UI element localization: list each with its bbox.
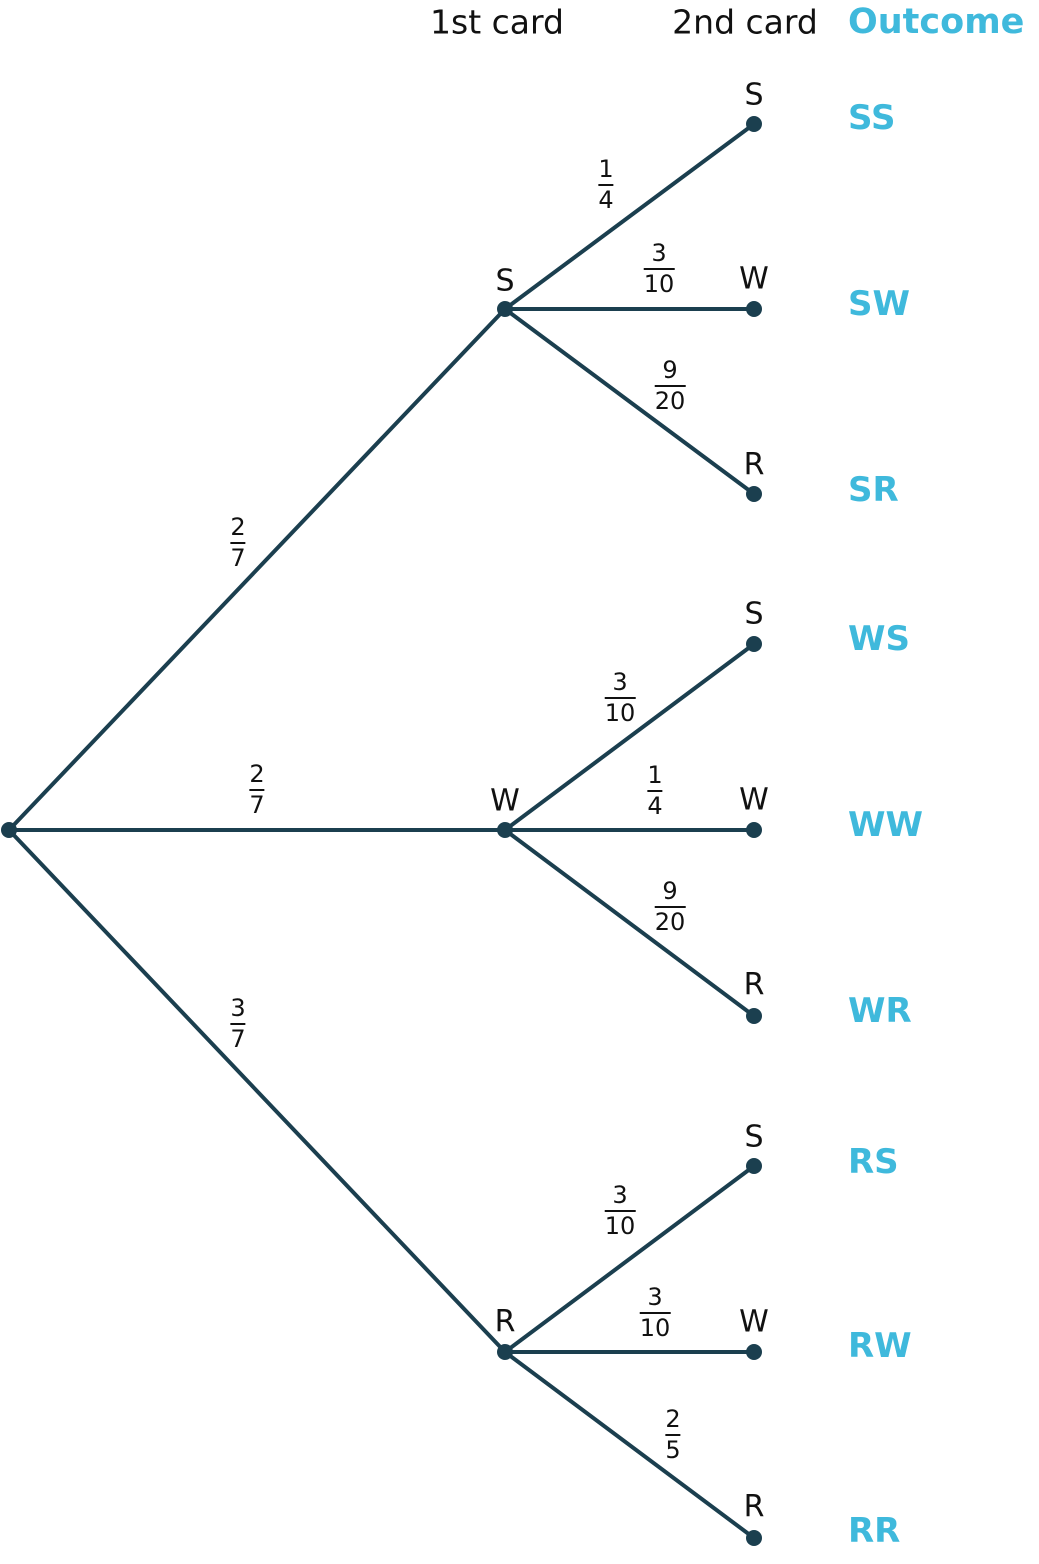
branch-R-R [503, 1350, 756, 1540]
numerator: 2 [665, 1405, 681, 1433]
fraction-bar [604, 697, 636, 699]
node-R [497, 1344, 513, 1360]
leaf-node [746, 1008, 762, 1024]
fraction-bar [639, 1312, 671, 1314]
outcome-WS: WS [848, 619, 910, 659]
branch-R-S [503, 1164, 756, 1354]
node-S [497, 301, 513, 317]
outcome-RR: RR [848, 1511, 901, 1551]
leaf-node [746, 822, 762, 838]
leaf-node [746, 1158, 762, 1174]
denominator: 7 [249, 791, 265, 819]
outcome-WW: WW [848, 805, 924, 845]
fraction-bar [665, 1434, 681, 1436]
header-first-card: 1st card [430, 2, 564, 42]
denominator: 4 [647, 792, 663, 820]
fraction-bar [654, 906, 686, 908]
leaf-label: S [744, 1119, 764, 1155]
numerator: 3 [612, 668, 628, 696]
denominator: 10 [604, 699, 636, 727]
numerator: 3 [612, 1181, 628, 1209]
denominator: 5 [665, 1436, 681, 1464]
fraction-bar [230, 542, 246, 544]
leaf-label: R [743, 1489, 765, 1525]
outcome-WR: WR [848, 991, 912, 1031]
numerator: 2 [230, 513, 246, 541]
leaf-label: W [739, 1304, 769, 1340]
denominator: 10 [643, 270, 675, 298]
leaf-node [746, 301, 762, 317]
leaf-label: S [744, 77, 764, 113]
branch-W-S [503, 642, 756, 832]
leaf-node [746, 1344, 762, 1360]
outcome-SW: SW [848, 284, 910, 324]
leaf-label: R [743, 447, 765, 483]
denominator: 4 [598, 186, 614, 214]
leaf-label: S [744, 596, 764, 632]
node-label-W: W [490, 783, 520, 819]
leaf-node [746, 636, 762, 652]
fraction-bar [604, 1210, 636, 1212]
denominator: 10 [639, 1314, 671, 1342]
outcome-RW: RW [848, 1326, 912, 1366]
leaf-label: W [739, 782, 769, 818]
numerator: 3 [230, 994, 246, 1022]
node-label-R: R [494, 1304, 516, 1340]
fraction-bar [647, 790, 663, 792]
fraction-bar [230, 1023, 246, 1025]
leaf-node [746, 116, 762, 132]
denominator: 7 [230, 544, 246, 572]
leaf-node [746, 1530, 762, 1546]
leaf-label: W [739, 261, 769, 297]
leaf-node [746, 486, 762, 502]
header-second-card: 2nd card [672, 2, 818, 42]
fraction-bar [654, 385, 686, 387]
numerator: 9 [662, 356, 678, 384]
branch-S-R [503, 307, 756, 496]
branch-root-R [7, 828, 507, 1354]
node-W [497, 822, 513, 838]
denominator: 20 [654, 387, 686, 415]
branch-W-R [503, 828, 756, 1018]
outcome-RS: RS [848, 1142, 899, 1182]
numerator: 2 [249, 760, 265, 788]
branch-root-S [7, 307, 507, 832]
numerator: 3 [651, 239, 667, 267]
fraction-bar [598, 184, 614, 186]
leaf-label: R [743, 967, 765, 1003]
outcome-SS: SS [848, 98, 896, 138]
denominator: 10 [604, 1212, 636, 1240]
branch-S-S [503, 122, 756, 311]
node-label-S: S [495, 263, 515, 299]
denominator: 7 [230, 1025, 246, 1053]
denominator: 20 [654, 908, 686, 936]
root-node [1, 822, 17, 838]
numerator: 3 [647, 1283, 663, 1311]
header-outcome: Outcome [848, 2, 1025, 42]
fraction-bar [643, 268, 675, 270]
fraction-bar [249, 789, 265, 791]
numerator: 1 [647, 761, 663, 789]
numerator: 1 [598, 155, 614, 183]
numerator: 9 [662, 877, 678, 905]
outcome-SR: SR [848, 470, 899, 510]
